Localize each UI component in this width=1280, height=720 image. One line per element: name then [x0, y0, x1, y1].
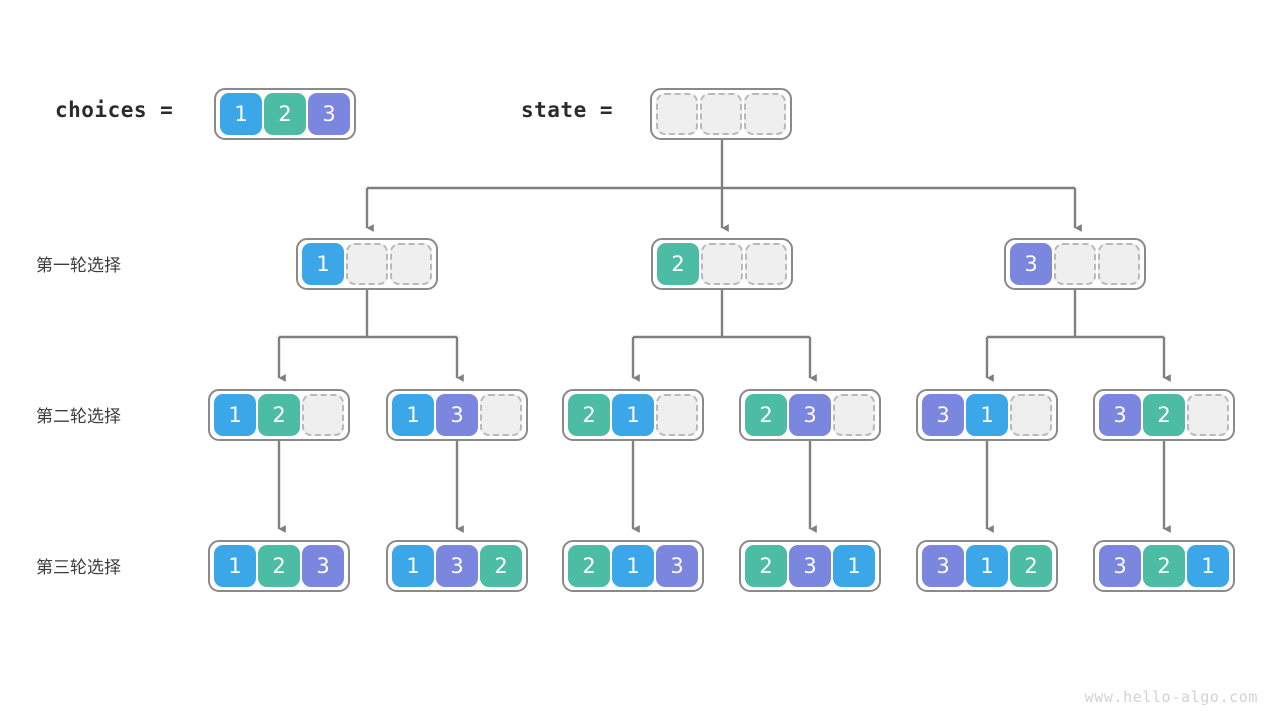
node-level2-4-cell-2: 3 — [789, 394, 831, 436]
node-level2-1-cell-3 — [302, 394, 344, 436]
node-level2-5-cell-1: 3 — [922, 394, 964, 436]
node-level3-1-cell-2: 2 — [258, 545, 300, 587]
node-level1-3-cell-1: 3 — [1010, 243, 1052, 285]
node-level1-3-cell-2 — [1054, 243, 1096, 285]
choices-cell-2: 2 — [264, 93, 306, 135]
node-level1-2-cell-3 — [745, 243, 787, 285]
node-level3-2-cell-3: 2 — [480, 545, 522, 587]
node-level3-5-cell-1: 3 — [922, 545, 964, 587]
node-level3-1-cell-1: 1 — [214, 545, 256, 587]
choices-cell-1: 1 — [220, 93, 262, 135]
node-level2-6-cell-2: 2 — [1143, 394, 1185, 436]
node-level2-6-cell-1: 3 — [1099, 394, 1141, 436]
node-level3-6-cell-1: 3 — [1099, 545, 1141, 587]
node-level1-1: 1 — [296, 238, 438, 290]
node-level3-2-cell-2: 3 — [436, 545, 478, 587]
round-label-2: 第二轮选择 — [36, 407, 121, 427]
node-level1-1-cell-2 — [346, 243, 388, 285]
state-cell-2 — [700, 93, 742, 135]
node-level2-5-cell-2: 1 — [966, 394, 1008, 436]
state-array — [650, 88, 792, 140]
node-level2-1-cell-2: 2 — [258, 394, 300, 436]
watermark: www.hello-algo.com — [1084, 688, 1258, 706]
node-level3-4-cell-2: 3 — [789, 545, 831, 587]
node-level2-1-cell-1: 1 — [214, 394, 256, 436]
node-level2-5-cell-3 — [1010, 394, 1052, 436]
node-level2-3-cell-2: 1 — [612, 394, 654, 436]
node-level3-4-cell-1: 2 — [745, 545, 787, 587]
node-level3-6-cell-3: 1 — [1187, 545, 1229, 587]
node-level3-4-cell-3: 1 — [833, 545, 875, 587]
state-cell-3 — [744, 93, 786, 135]
node-level2-6-cell-3 — [1187, 394, 1229, 436]
node-level3-3-cell-3: 3 — [656, 545, 698, 587]
node-level3-5-cell-3: 2 — [1010, 545, 1052, 587]
state-cell-1 — [656, 93, 698, 135]
node-level3-3-cell-2: 1 — [612, 545, 654, 587]
node-level3-5-cell-2: 1 — [966, 545, 1008, 587]
node-level3-6-cell-2: 2 — [1143, 545, 1185, 587]
node-level2-2-cell-2: 3 — [436, 394, 478, 436]
node-level1-1-cell-1: 1 — [302, 243, 344, 285]
round-label-1: 第一轮选择 — [36, 256, 121, 276]
node-level1-2-cell-2 — [701, 243, 743, 285]
node-level2-4-cell-3 — [833, 394, 875, 436]
node-level1-1-cell-3 — [390, 243, 432, 285]
node-level2-2-cell-3 — [480, 394, 522, 436]
node-level3-1-cell-3: 3 — [302, 545, 344, 587]
node-level2-3-cell-3 — [656, 394, 698, 436]
choices-label: choices = — [55, 98, 174, 122]
node-level1-2-cell-1: 2 — [657, 243, 699, 285]
node-level2-4-cell-1: 2 — [745, 394, 787, 436]
choices-cell-3: 3 — [308, 93, 350, 135]
node-level2-2-cell-1: 1 — [392, 394, 434, 436]
round-label-3: 第三轮选择 — [36, 558, 121, 578]
node-level1-2: 2 — [651, 238, 793, 290]
node-level1-3-cell-3 — [1098, 243, 1140, 285]
node-level3-2-cell-1: 1 — [392, 545, 434, 587]
state-label: state = — [521, 98, 614, 122]
node-level3-3-cell-1: 2 — [568, 545, 610, 587]
node-level1-3: 3 — [1004, 238, 1146, 290]
node-level2-3-cell-1: 2 — [568, 394, 610, 436]
